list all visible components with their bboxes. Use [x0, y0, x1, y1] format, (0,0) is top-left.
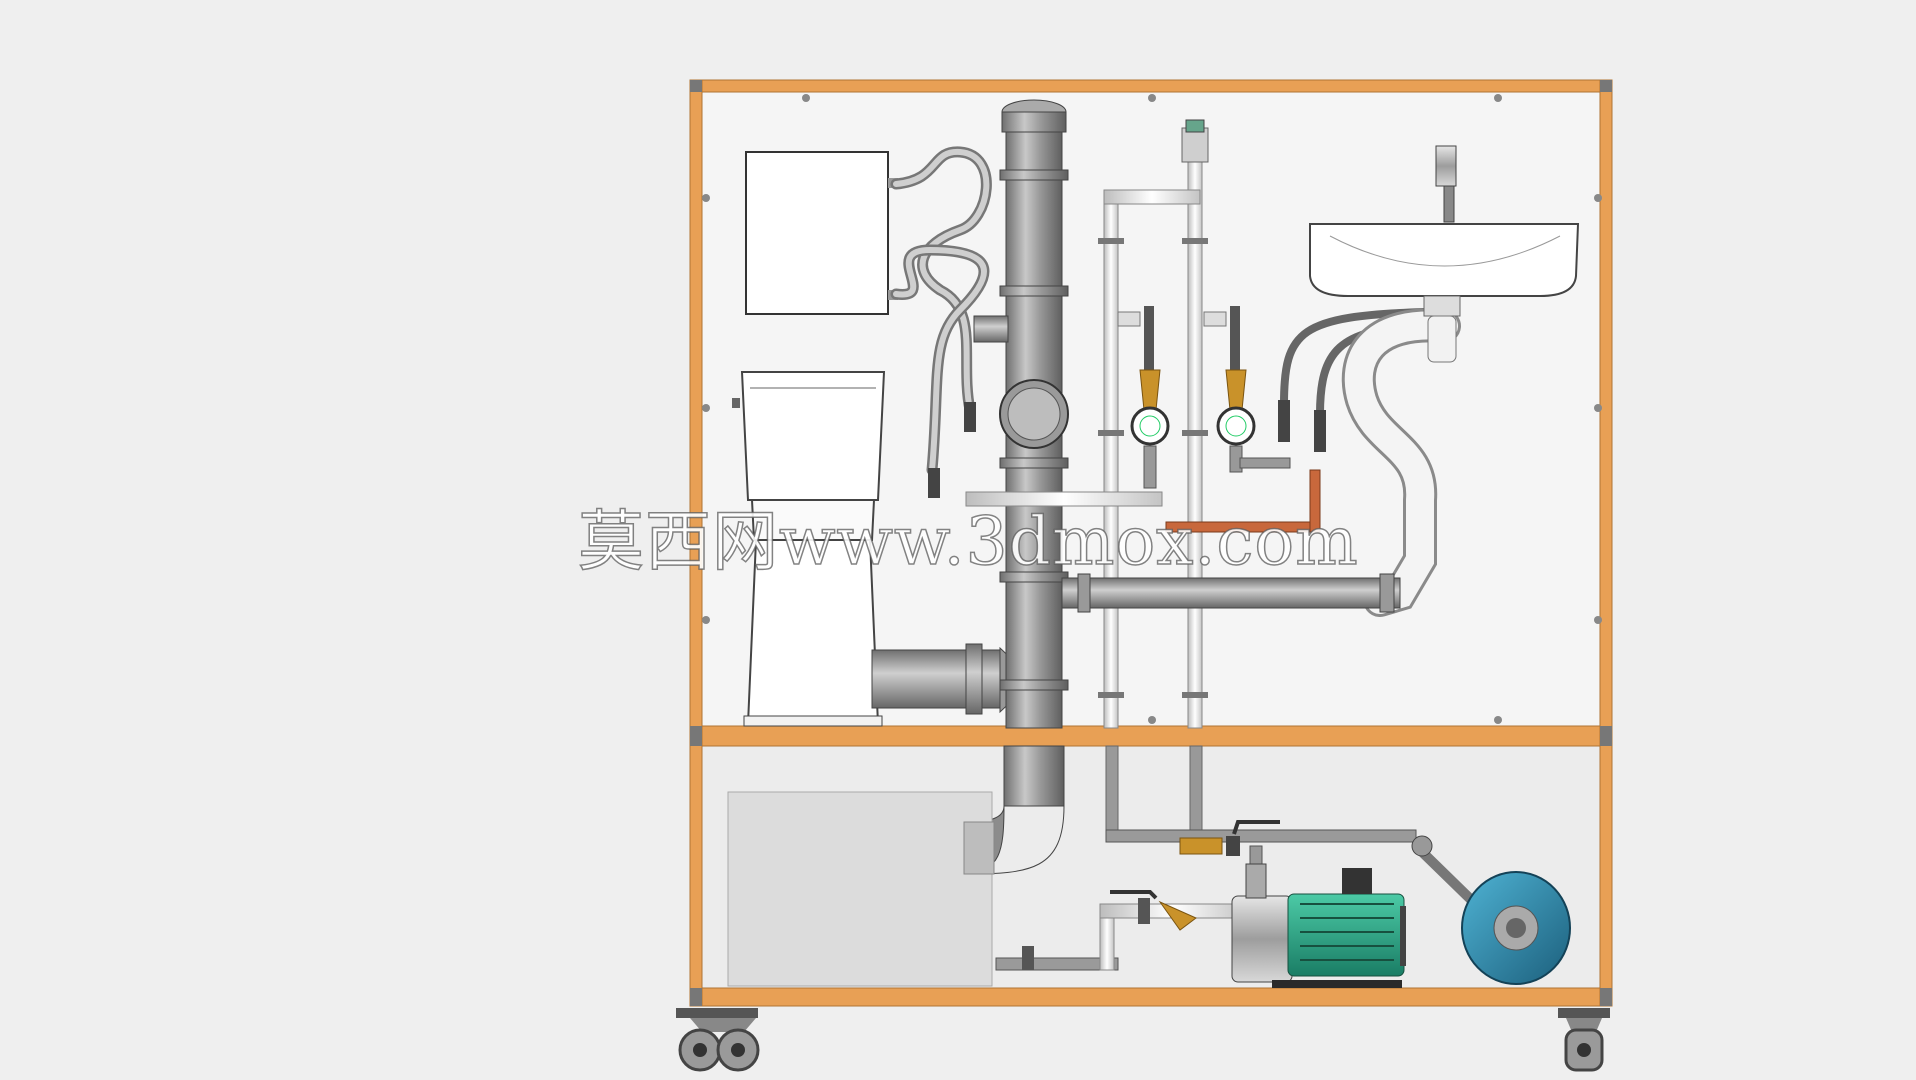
control-box [745, 151, 889, 315]
caster-right [1558, 1008, 1610, 1072]
board-screws [702, 94, 1602, 724]
pressure-tank [1461, 871, 1571, 985]
watermark-text: 莫西网www.3dmox.com [577, 502, 1359, 581]
water-meter-right [1203, 306, 1291, 473]
white-branch [965, 491, 1163, 507]
toilet [732, 371, 886, 727]
flex-hoses [890, 146, 992, 476]
water-meter-left [1117, 306, 1170, 489]
horizontal-drain [1061, 573, 1401, 613]
centrifugal-pump [1231, 863, 1406, 988]
main-drain-stack [973, 99, 1069, 729]
small-valves [928, 400, 1326, 498]
caster-left [676, 1008, 760, 1072]
wash-basin [1309, 145, 1580, 363]
storage-tank [727, 791, 993, 987]
frame-corners [690, 80, 1612, 1006]
pump-inlet-piping [995, 890, 1247, 971]
